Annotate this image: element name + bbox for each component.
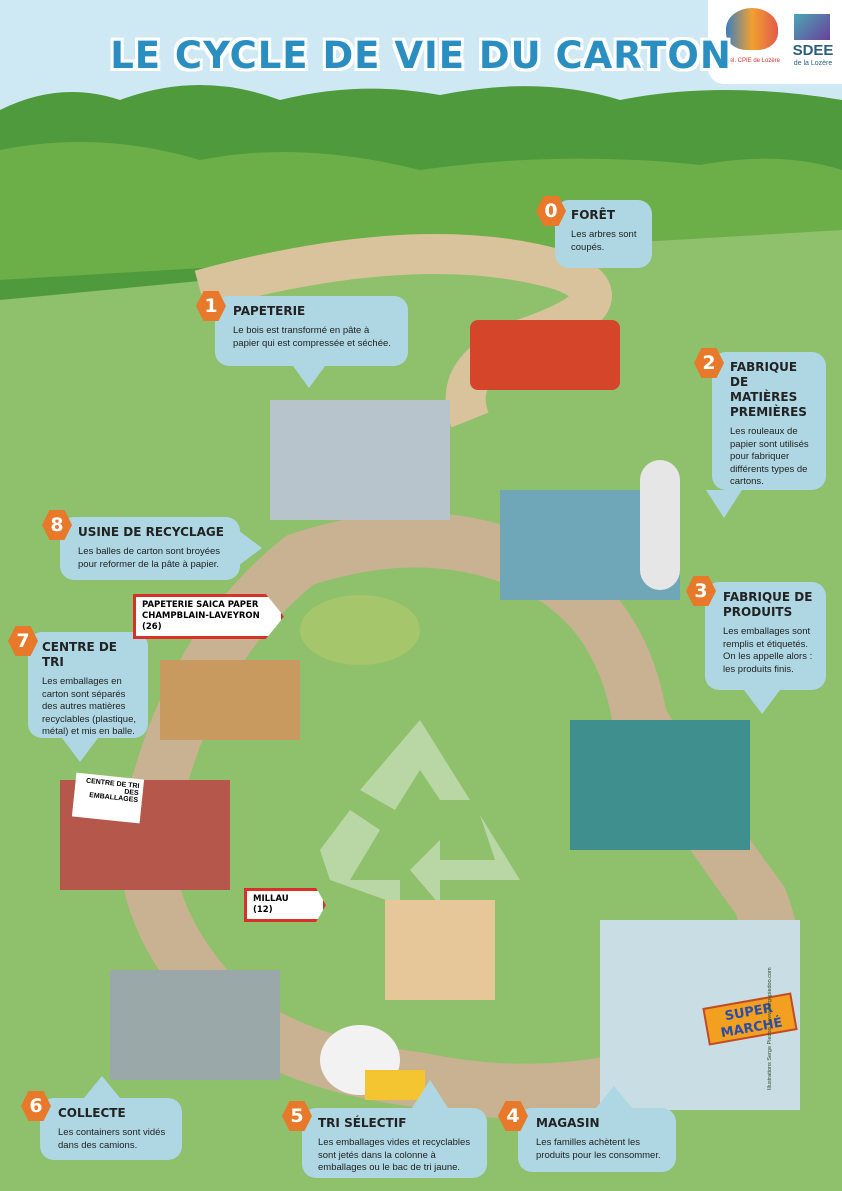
step-number-badge: 4 — [498, 1101, 528, 1131]
step-text: Le bois est transformé en pâte à papier … — [233, 325, 391, 349]
step-8-box: USINE DE RECYCLAGE Les balles de carton … — [60, 517, 240, 580]
step-number-badge: 8 — [42, 510, 72, 540]
cpie-butterfly-logo — [726, 8, 778, 50]
arrow-down-icon — [706, 490, 742, 518]
step-title: MAGASIN — [536, 1116, 600, 1130]
cpie-logo-text: Réel. CPIE de Lozère — [721, 58, 781, 64]
paper-mill — [270, 400, 450, 520]
sdee-logo-mark — [794, 14, 830, 40]
sign-centre-tri: CENTRE DE TRI DES EMBALLAGES — [71, 772, 145, 824]
arrow-down-icon — [744, 690, 780, 714]
step-title: FABRIQUE DE MATIÈRES PREMIÈRES — [730, 360, 807, 419]
step-title: FABRIQUE DE PRODUITS — [723, 590, 813, 619]
step-0-box: FORÊT Les arbres sont coupés. — [555, 200, 652, 268]
arrow-up-icon — [84, 1076, 120, 1098]
recycle-symbol — [320, 720, 520, 905]
step-number-badge: 6 — [21, 1091, 51, 1121]
logo-panel: Réel. CPIE de Lozère SDEE de la Lozère — [708, 0, 842, 84]
collection-truck — [110, 970, 280, 1080]
step-text: Les emballages vides et recyclables sont… — [318, 1137, 471, 1173]
step-3-box: FABRIQUE DE PRODUITS Les emballages sont… — [705, 582, 826, 690]
step-5-box: TRI SÉLECTIF Les emballages vides et rec… — [302, 1108, 487, 1178]
step-title: COLLECTE — [58, 1106, 126, 1120]
silo — [640, 460, 680, 590]
treeline — [0, 142, 842, 280]
step-text: Les familles achètent les produits pour … — [536, 1137, 661, 1161]
illustration-credit: Illustrations Serge Piedoo : www.sergepi… — [767, 967, 773, 1090]
step-text: Les arbres sont coupés. — [571, 229, 637, 253]
arrow-up-icon — [596, 1086, 632, 1108]
step-number-badge: 7 — [8, 626, 38, 656]
step-7-box: CENTRE DE TRI Les emballages en carton s… — [28, 632, 148, 738]
sdee-logo-name: SDEE — [792, 42, 834, 59]
step-2-box: FABRIQUE DE MATIÈRES PREMIÈRES Les roule… — [712, 352, 826, 490]
arrow-right-icon — [238, 530, 262, 566]
sdee-logo-sub: de la Lozère — [793, 60, 833, 67]
step-text: Les emballages en carton sont séparés de… — [42, 676, 136, 737]
step-text: Les emballages sont remplis et étiquetés… — [723, 626, 813, 675]
house — [385, 900, 495, 1000]
step-title: FORÊT — [571, 208, 616, 222]
step-number-badge: 5 — [282, 1101, 312, 1131]
sign-papeterie: PAPETERIE SAICA PAPER CHAMPBLAIN-LAVEYRO… — [133, 594, 284, 639]
step-number-badge: 2 — [694, 348, 724, 378]
sign-millau: MILLAU (12) — [244, 888, 326, 922]
poster-title: LE CYCLE DE VIE DU CARTON — [110, 34, 732, 77]
step-title: CENTRE DE TRI — [42, 640, 118, 669]
arrow-up-icon — [412, 1080, 448, 1108]
step-title: TRI SÉLECTIF — [318, 1116, 407, 1130]
step-title: USINE DE RECYCLAGE — [78, 525, 224, 539]
step-6-box: COLLECTE Les containers sont vidés dans … — [40, 1098, 182, 1160]
step-text: Les rouleaux de papier sont utilisés pou… — [730, 426, 809, 487]
bale-truck — [160, 660, 300, 740]
step-number-badge: 1 — [196, 291, 226, 321]
step-1-box: PAPETERIE Le bois est transformé en pâte… — [215, 296, 408, 366]
step-4-box: MAGASIN Les familles achètent les produi… — [518, 1108, 676, 1172]
step-title: PAPETERIE — [233, 304, 306, 318]
step-number-badge: 3 — [686, 576, 716, 606]
arrow-down-icon — [62, 738, 98, 762]
recycling-plant — [300, 595, 420, 665]
log-truck — [470, 320, 620, 390]
step-number-badge: 0 — [536, 196, 566, 226]
step-text: Les balles de carton sont broyées pour r… — [78, 546, 221, 570]
arrow-down-icon — [293, 366, 325, 388]
products-factory — [570, 720, 750, 850]
step-text: Les containers sont vidés dans des camio… — [58, 1127, 166, 1151]
